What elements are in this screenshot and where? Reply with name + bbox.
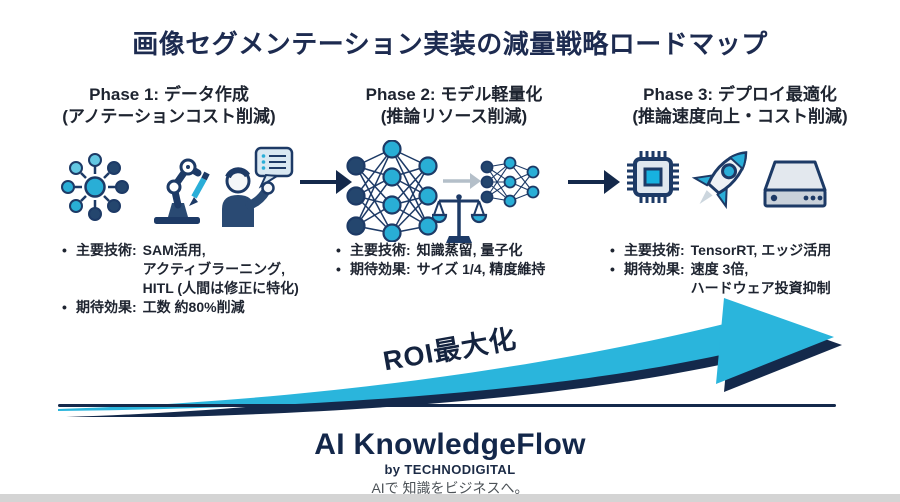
list-item: 期待効果: サイズ 1/4, 精度維持 (336, 260, 586, 279)
brand-byline: by TECHNODIGITAL (384, 462, 516, 477)
phase3-header: Phase 3: デプロイ最適化 (推論速度向上・コスト削減) (600, 84, 880, 129)
edge-device-icon (763, 160, 827, 208)
balance-scale-icon (432, 194, 488, 243)
phase3-bullets: 主要技術: TensorRT, エッジ活用 期待効果: 速度 3倍, ハードウェ… (610, 241, 880, 298)
list-item: 期待効果: 速度 3倍, ハードウェア投資抑制 (610, 260, 880, 298)
bullet-icon (610, 241, 624, 260)
bullet-icon (62, 241, 76, 260)
phase2-title: Phase 2: モデル軽量化 (365, 85, 543, 104)
bottom-strip (0, 494, 900, 502)
list-item: 主要技術: 知識蒸留, 量子化 (336, 241, 586, 260)
phase2-subtitle: (推論リソース削減) (380, 107, 528, 127)
cpu-chip-icon (627, 151, 679, 203)
phase2-header: Phase 2: モデル軽量化 (推論リソース削減) (330, 84, 578, 129)
phase3-subtitle: (推論速度向上・コスト削減) (632, 107, 848, 127)
phase1-subtitle: (アノテーションコスト削減) (62, 107, 276, 127)
rocket-icon (691, 151, 748, 210)
phase-arrow-icon (568, 170, 620, 194)
baseline-divider (58, 404, 836, 407)
hub-network-icon (61, 153, 129, 221)
list-item: 主要技術: TensorRT, エッジ活用 (610, 241, 880, 260)
brand-logo-text: AI KnowledgeFlow (314, 428, 586, 461)
shrink-arrow-icon (443, 173, 481, 189)
bullet-icon (610, 260, 624, 279)
phase-arrow-icon (300, 170, 352, 194)
page-title: 画像セグメンテーション実装の減量戦略ロードマップ (132, 29, 768, 59)
neural-network-small-icon (480, 156, 540, 208)
brand-tagline: AIで 知識をビジネスへ。 (371, 480, 529, 496)
person-review-icon (222, 146, 294, 227)
phase3-title: Phase 3: デプロイ最適化 (643, 85, 837, 104)
neural-network-large-icon (346, 140, 438, 242)
bullet-icon (336, 241, 350, 260)
phase2-bullets: 主要技術: 知識蒸留, 量子化 期待効果: サイズ 1/4, 精度維持 (336, 241, 586, 279)
phase1-bullets: 主要技術: SAM活用, アクティブラーニング, HITL (人間は修正に特化)… (62, 241, 312, 317)
roi-growth-arrow (58, 298, 842, 417)
phase1-header: Phase 1: データ作成 (アノテーションコスト削減) (40, 84, 298, 129)
phase1-title: Phase 1: データ作成 (89, 85, 249, 104)
robot-arm-annotation-icon (154, 158, 210, 224)
list-item: 期待効果: 工数 約80%削減 (62, 298, 312, 317)
list-item: 主要技術: SAM活用, アクティブラーニング, HITL (人間は修正に特化) (62, 241, 312, 298)
bullet-icon (336, 260, 350, 279)
